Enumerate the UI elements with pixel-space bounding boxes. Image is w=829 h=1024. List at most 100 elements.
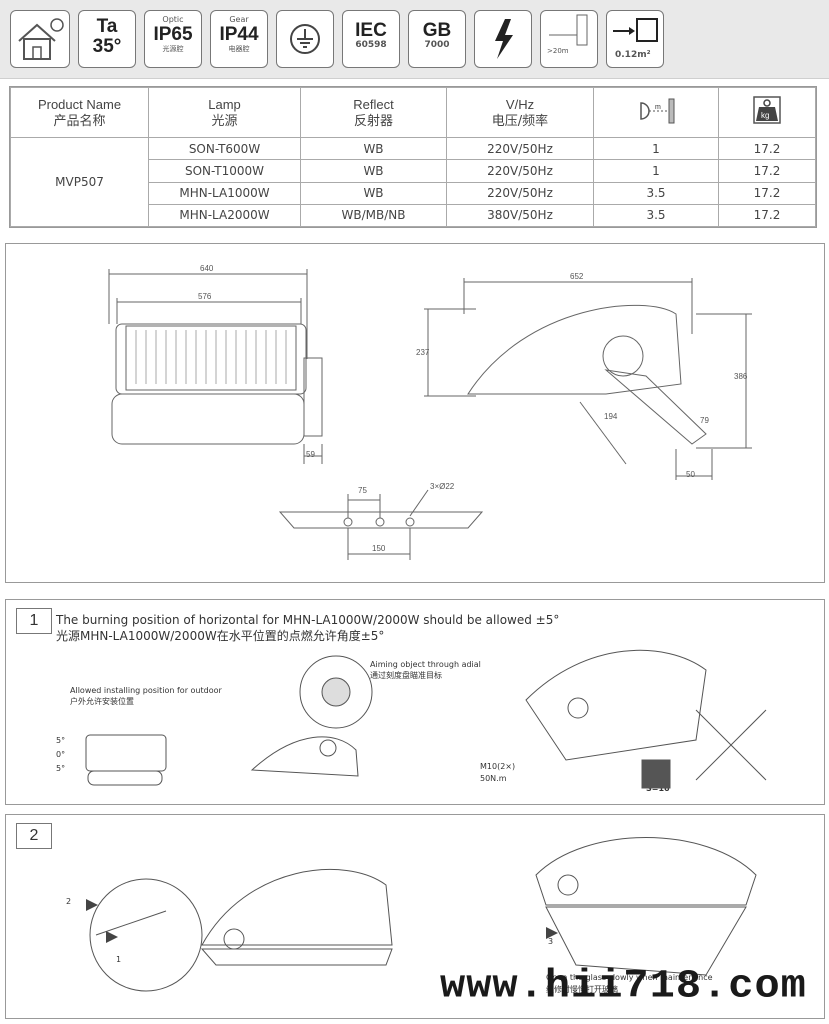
bolt-torque: 50N.m [480, 774, 507, 783]
lamp-cell: SON-T600W [148, 136, 301, 161]
outdoor-caption-zh: 户外允许安装位置 [70, 697, 134, 706]
vhz-cell: 380V/50Hz [446, 203, 594, 228]
gear-chamber-label: 电器腔 [228, 45, 250, 53]
weight-cell: 17.2 [718, 203, 816, 228]
header-product-en: Product Name [37, 96, 122, 112]
product-cell: MVP507 [10, 137, 149, 227]
dim-arm-offset: 79 [700, 416, 709, 425]
iec-standard-badge: IEC 60598 [342, 10, 400, 68]
watermark-text: www.hii718.com [440, 963, 807, 1009]
step-1-number: 1 [16, 608, 52, 634]
step-1-title-zh: 光源MHN-LA1000W/2000W在水平位置的点燃允许角度±5° [56, 629, 385, 643]
angle-bottom: 5° [56, 764, 66, 773]
weight-icon: kg [753, 96, 781, 124]
weight-icon-label: kg [761, 111, 769, 120]
dim-arm-length: 194 [604, 412, 618, 421]
dim-front-inner: 576 [198, 292, 212, 301]
vhz-cell: 220V/50Hz [446, 136, 594, 161]
step-1-title-en: The burning position of horizontal for M… [56, 613, 560, 627]
distance-cell: 3.5 [593, 181, 719, 205]
wind-area-label: 0.12m² [615, 50, 651, 60]
table-row: MHN-LA1000W WB 220V/50Hz 3.5 17.2 [11, 181, 816, 205]
distance-cell: 1 [593, 159, 719, 183]
ip65-value: IP65 [153, 24, 193, 45]
vhz-cell: 220V/50Hz [446, 159, 594, 183]
optic-chamber-label: 光源腔 [162, 45, 184, 53]
distance-icon-label: m [655, 104, 661, 111]
distance-cell: 1 [593, 136, 719, 161]
dim-front-width: 640 [200, 264, 214, 273]
dim-side-height-right: 386 [734, 372, 748, 381]
callout-2: 2 [66, 897, 72, 906]
angle-mid: 0° [56, 750, 66, 759]
reflect-cell: WB [300, 159, 447, 183]
earth-ground-icon [276, 10, 334, 68]
header-vhz-zh: 电压/频率 [491, 113, 549, 129]
min-distance-badge: >20m [540, 10, 598, 68]
ta-label: Ta [96, 16, 118, 37]
gb-standard-badge: GB 7000 [408, 10, 466, 68]
table-row: SON-T1000W WB 220V/50Hz 1 17.2 [11, 159, 816, 183]
weight-cell: 17.2 [718, 159, 816, 183]
gear-label: Gear [229, 15, 249, 24]
aim-caption-en: Aiming object through adial [370, 660, 481, 669]
reflect-cell: WB [300, 136, 447, 161]
dim-side-width: 652 [570, 272, 584, 281]
dim-bracket-span: 150 [372, 544, 386, 553]
lamp-cell: SON-T1000W [148, 159, 301, 183]
header-reflect-zh: 反射器 [353, 113, 393, 129]
gb-number: 7000 [424, 40, 450, 50]
lamp-cell: MHN-LA1000W [148, 181, 301, 205]
callout-3: 3 [548, 937, 554, 946]
header-lamp-zh: 光源 [211, 113, 238, 129]
aim-caption-zh: 通过刻度盘瞄准目标 [370, 671, 442, 680]
dim-hole-pitch: 75 [358, 486, 367, 495]
dim-front-depth: 59 [306, 450, 315, 459]
step-2-panel: 2 2 1 3 Open the glass slowly when maint… [5, 814, 825, 1019]
header-reflect-en: Reflect [353, 96, 394, 112]
table-row: MHN-LA2000W WB/MB/NB 380V/50Hz 3.5 17.2 [11, 203, 816, 228]
table-row: MVP507 SON-T600W WB 220V/50Hz 1 17.2 [10, 136, 816, 227]
caution-zh: 维修时慢慢打开玻璃 [546, 985, 618, 994]
ta-value: 35° [92, 36, 122, 57]
distance-icon: m [640, 98, 675, 124]
high-voltage-icon [474, 10, 532, 68]
certification-bar: Ta 35° Optic IP65 光源腔 Gear IP44 电器腔 IEC … [0, 0, 829, 79]
optic-ip-badge: Optic IP65 光源腔 [144, 10, 202, 68]
step-1-illustrations [85, 649, 767, 789]
lamp-cell: MHN-LA2000W [148, 203, 301, 228]
reflect-cell: WB [300, 181, 447, 205]
dim-base-width: 50 [686, 470, 695, 479]
header-lamp-en: Lamp [208, 96, 241, 112]
gear-ip-badge: Gear IP44 电器腔 [210, 10, 268, 68]
iec-label: IEC [355, 20, 387, 41]
step-2-illustrations [86, 837, 757, 992]
weight-cell: 17.2 [718, 136, 816, 161]
callout-1: 1 [116, 955, 122, 964]
indoor-house-icon [10, 10, 70, 68]
step-1-panel: 1 The burning position of horizontal for… [5, 599, 825, 805]
gb-label: GB [422, 20, 452, 41]
wind-area-badge: 0.12m² [606, 10, 664, 68]
step-2-number: 2 [16, 823, 52, 849]
ambient-temperature-badge: Ta 35° [78, 10, 136, 68]
iec-number: 60598 [355, 40, 387, 50]
outdoor-caption-en: Allowed installing position for outdoor [70, 686, 222, 695]
distance-cell: 3.5 [593, 203, 719, 228]
dim-side-height-left: 237 [416, 348, 430, 357]
weight-cell: 17.2 [718, 181, 816, 205]
optic-label: Optic [162, 15, 184, 24]
reflect-cell: WB/MB/NB [300, 203, 447, 228]
ip44-value: IP44 [219, 24, 259, 45]
dim-bracket-holes: 3×Ø22 [430, 482, 455, 491]
angle-top: 5° [56, 736, 66, 745]
header-product-zh: 产品名称 [53, 113, 106, 129]
dimension-drawing-svg [108, 269, 752, 560]
caution-en: Open the glass slowly when maintenance [546, 973, 713, 982]
bolt-size: M10(2×) [480, 762, 516, 771]
dimension-drawings: 640 576 59 652 237 386 194 79 50 75 3×Ø2… [5, 243, 825, 583]
vhz-cell: 220V/50Hz [446, 181, 594, 205]
min-distance-label: >20m [547, 47, 569, 55]
header-vhz-en: V/Hz [505, 96, 535, 112]
